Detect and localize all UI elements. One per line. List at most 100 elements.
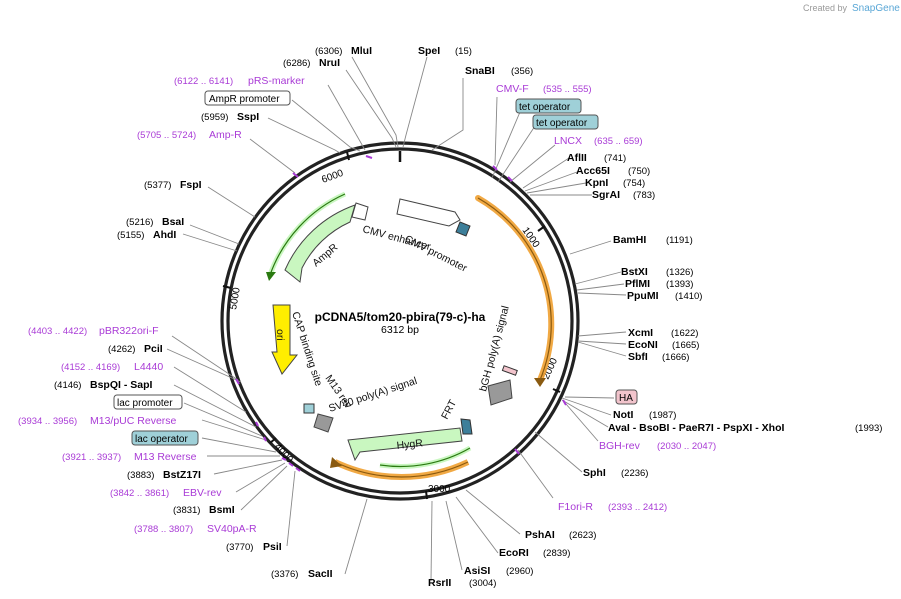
label-cmv-promoter: CMV promoter [403,233,470,275]
primer-marks [235,155,567,472]
feature-bgh-rev: BGH-rev [599,440,641,452]
frt-block [460,418,473,435]
cmv-promoter-arrow [455,221,471,237]
enzyme-pflmi: PflMI [625,278,650,290]
enzyme-mlui: MluI [351,45,372,57]
enzyme-psii-pos: (3770) [226,542,253,553]
enzyme-bamhi: BamHI [613,234,646,246]
enzyme-econi-pos: (1665) [672,340,699,351]
enzyme-avai-group: AvaI - BsoBI - PaeR7I - PspXI - XhoI [608,422,784,434]
backbone-inner [226,147,574,495]
tick-6000-mark [346,151,350,161]
enzyme-bspqi-sapi: BspQI - SapI [90,379,153,391]
enzyme-sgrai-pos: (783) [633,190,655,201]
enzyme-avai-group-pos: (1993) [855,423,882,434]
plasmid-name: pCDNA5/tom20-pbira(79-c)-ha [315,310,486,324]
enzyme-kpni: KpnI [585,177,608,189]
feature-bgh-rev-pos: (2030 .. 2047) [657,441,716,452]
enzyme-pshai-pos: (2623) [569,530,596,541]
tick-5000: 5000 [228,286,243,310]
green-track-left [267,191,347,276]
box-tet-operator-1-label: tet operator [519,102,571,113]
tick-1000-mark [537,225,546,232]
feature-m13-puc-reverse-pos: (3934 .. 3956) [18,416,77,427]
green-track-bottom-line [379,447,471,468]
orange-track-bottom-arrow [330,457,342,468]
feature-amp-r: Amp-R [209,129,242,141]
enzyme-bstz17i-pos: (3883) [127,470,154,481]
enzyme-pcii-pos: (4262) [108,344,135,355]
enzyme-rsrii-pos: (3004) [469,578,496,589]
enzyme-snabi: SnaBI [465,65,495,77]
enzyme-spei: SpeI [418,45,440,57]
feature-sv40pa-r: SV40pA-R [207,523,257,535]
enzyme-pshai: PshAI [525,529,555,541]
feature-sv40pa-r-pos: (3788 .. 3807) [134,524,193,535]
enzyme-sacii: SacII [308,568,333,580]
orange-track-right-line [477,197,552,381]
box-tet-operator-1 [515,98,582,114]
hygr-arrow [347,427,463,462]
enzyme-snabi-pos: (356) [511,66,533,77]
enzyme-ahdi-pos: (5155) [117,230,144,241]
green-track-left-arrow [266,272,276,281]
box-ampr-promoter [204,90,291,106]
enzyme-spei-pos: (15) [455,46,472,57]
feature-cmv-f: CMV-F [496,83,529,95]
feature-lncx: LNCX [554,135,582,147]
bgh-polya-block [487,379,513,406]
enzyme-aflii: AflII [567,152,587,164]
enzyme-ecori: EcoRI [499,547,529,559]
enzyme-xcmi-pos: (1622) [671,328,698,339]
enzyme-bstxi: BstXI [621,266,648,278]
enzyme-sspi: SspI [237,111,259,123]
enzyme-psii: PsiI [263,541,282,553]
feature-pbr322ori-f: pBR322ori-F [99,325,159,337]
enzyme-bsmi: BsmI [209,504,235,516]
enzyme-sbfi: SbfI [628,351,648,363]
sv40-ori-block [313,413,334,433]
enzyme-bstxi-pos: (1326) [666,267,693,278]
enzyme-asisi-pos: (2960) [506,566,533,577]
enzyme-mlui-pos: (6306) [315,46,342,57]
orange-track-right-arrow [534,378,546,387]
credit-brand: SnapGene [852,3,900,14]
box-tet-operator-2 [532,114,599,130]
enzyme-sspi-pos: (5959) [201,112,228,123]
feature-prs-marker-pos: (6122 .. 6141) [174,76,233,87]
feature-f1ori-r-pos: (2393 .. 2412) [608,502,667,513]
lac-operator-block [303,403,315,414]
feature-m13-puc-reverse: M13/pUC Reverse [90,415,177,427]
enzyme-bspqi-pos: (4146) [54,380,81,391]
label-frt: FRT [439,397,459,421]
enzyme-sphi: SphI [583,467,606,479]
orange-track-bottom-line [334,461,469,478]
enzyme-noti: NotI [613,409,633,421]
tick-6000: 6000 [320,168,345,186]
tick-2000-mark [552,388,561,393]
enzyme-sphi-pos: (2236) [621,468,648,479]
feature-prs-marker: pRS-marker [248,75,305,87]
enzyme-kpni-pos: (754) [623,178,645,189]
enzyme-bsmi-pos: (3831) [173,505,200,516]
feature-ebv-rev-pos: (3842 .. 3861) [110,488,169,499]
enzyme-rsrii: RsrII [428,577,451,589]
feature-l4440: L4440 [134,361,163,373]
feature-ebv-rev: EBV-rev [183,487,222,499]
feature-m13-reverse: M13 Reverse [134,451,197,463]
enzyme-nrui-pos: (6286) [283,58,310,69]
tick-3000-mark [425,490,428,500]
box-lac-promoter-label: lac promoter [117,398,173,409]
feature-l4440-pos: (4152 .. 4169) [61,362,120,373]
enzyme-bsai: BsaI [162,216,184,228]
green-track-left-line [269,193,346,276]
enzyme-acc65i-pos: (750) [628,166,650,177]
enzyme-aflii-pos: (741) [604,153,626,164]
box-tet-operator-2-label: tet operator [536,118,588,129]
credit-prefix: Created by [803,3,848,13]
feature-amp-r-pos: (5705 .. 5724) [137,130,196,141]
enzyme-sbfi-pos: (1666) [662,352,689,363]
plasmid-length: 6312 bp [381,324,419,336]
box-lac-promoter [113,394,183,410]
enzyme-pflmi-pos: (1393) [666,279,693,290]
